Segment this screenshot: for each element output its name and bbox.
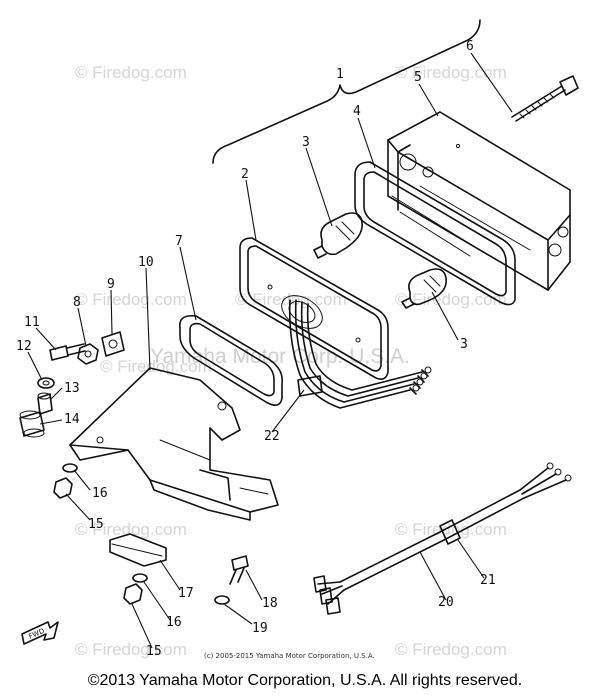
callout-number: 1	[336, 67, 344, 82]
reflector	[109, 533, 167, 567]
watermark-text: © Firedog.com	[395, 63, 507, 82]
watermark-text: © Firedog.com	[75, 520, 187, 539]
bulb-upper	[313, 212, 363, 259]
bulb-lower	[401, 268, 447, 309]
callout-number: 20	[438, 595, 454, 610]
copyright-footer: ©2013 Yamaha Motor Corporation, U.S.A. A…	[87, 672, 523, 689]
nut	[77, 343, 99, 365]
callout-number: 5	[414, 70, 422, 85]
lamp-housing	[387, 111, 571, 291]
reflector-washer	[214, 595, 230, 605]
callout-number: 16	[92, 486, 108, 501]
watermark-text: © Firedog.com	[75, 640, 187, 659]
leader-line	[357, 117, 376, 169]
leader-line	[145, 267, 151, 371]
bracket-gasket	[179, 314, 284, 406]
washer	[101, 331, 125, 357]
callout-number: 9	[107, 277, 115, 292]
leader-line	[271, 389, 305, 433]
small-washer	[37, 377, 55, 389]
leader-line	[35, 327, 57, 351]
callout-number: 15	[88, 517, 104, 532]
leader-line	[39, 419, 63, 425]
long-screw	[511, 75, 579, 122]
callout-number: 7	[175, 234, 183, 249]
leader-line	[305, 147, 333, 227]
callout-number: 10	[138, 255, 154, 270]
leader-line	[73, 469, 91, 491]
watermark-text: © Firedog.com	[235, 290, 347, 309]
watermark-text: © Firedog.com	[75, 290, 187, 309]
leader-line	[457, 539, 485, 579]
reflector-bolt	[229, 555, 249, 585]
leader-line	[27, 351, 43, 381]
assembly-bracket	[212, 19, 481, 164]
callout-number: 17	[178, 586, 194, 601]
callout-number: 18	[262, 596, 278, 611]
callout-number: 22	[264, 429, 280, 444]
collar	[37, 392, 53, 415]
watermark-center: Yamaha Motor Corp. U.S.A.	[150, 345, 410, 368]
callout-number: 8	[73, 295, 81, 310]
lock-washer	[62, 463, 78, 473]
leader-line	[131, 603, 153, 649]
leader-line	[49, 387, 63, 401]
leader-line	[419, 551, 447, 601]
callout-number: 19	[252, 621, 268, 636]
bolt	[49, 343, 86, 361]
callout-number: 3	[460, 337, 468, 352]
callout-number: 12	[16, 339, 32, 354]
tail-lens	[239, 237, 389, 380]
leader-line	[110, 289, 113, 335]
callout-number: 2	[241, 167, 249, 182]
lamp-wire-harness	[288, 299, 432, 409]
lower-hex-nut	[123, 583, 143, 605]
callout-number: 16	[166, 615, 182, 630]
leader-line	[179, 246, 197, 321]
main-wire-harness	[313, 462, 572, 615]
fwd-arrow-icon: FWD	[21, 621, 59, 645]
leader-line	[431, 291, 459, 341]
watermark-text: © Firedog.com	[100, 357, 212, 376]
leader-line	[223, 603, 253, 625]
lower-lock-washer	[132, 573, 148, 583]
inner-copyright: (c) 2005-2015 Yamaha Motor Corporation, …	[204, 652, 375, 660]
damper	[19, 410, 45, 438]
leader-line	[245, 179, 257, 241]
leader-line	[159, 559, 181, 591]
callout-number: 14	[64, 412, 80, 427]
watermark-text: © Firedog.com	[395, 640, 507, 659]
exploded-parts-diagram: © Firedog.com © Firedog.com © Firedog.co…	[16, 19, 579, 660]
hex-nut	[53, 477, 73, 499]
watermark-text: © Firedog.com	[395, 290, 507, 309]
leader-line	[143, 581, 171, 621]
callout-number: 13	[64, 381, 80, 396]
callout-number: 15	[146, 644, 162, 659]
callout-number: 4	[353, 104, 361, 119]
callout-number: 3	[302, 135, 310, 150]
watermark-text: © Firedog.com	[75, 63, 187, 82]
leader-line	[470, 52, 513, 113]
leader-line	[65, 493, 91, 521]
watermark-text: © Firedog.com	[395, 520, 507, 539]
callout-number: 21	[480, 573, 496, 588]
leader-line	[418, 83, 439, 117]
lens-gasket	[354, 161, 516, 306]
callout-number: 6	[466, 39, 474, 54]
leader-line	[245, 569, 263, 601]
leader-line	[77, 307, 87, 347]
callout-number: 11	[24, 315, 40, 330]
license-bracket	[69, 367, 279, 521]
